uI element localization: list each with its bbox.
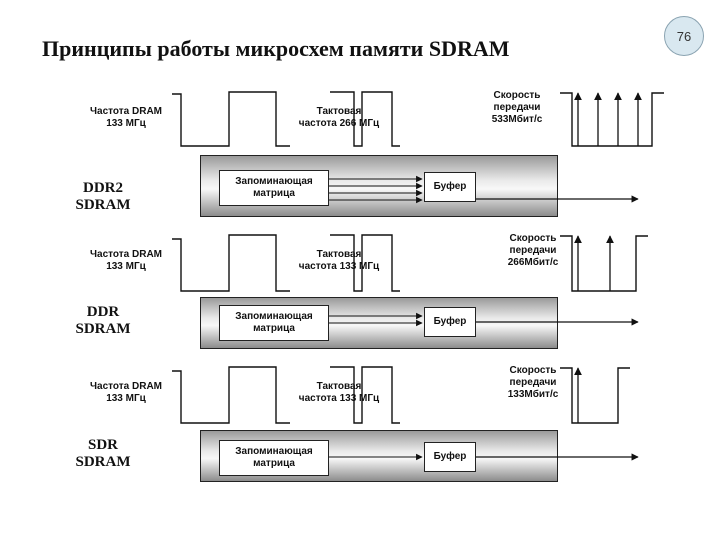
page-number-badge: 76	[664, 16, 704, 56]
clock-frequency-label: Тактовая частота 133 МГц	[298, 381, 380, 404]
output-data-waveform	[560, 235, 648, 292]
clock-frequency-label: Тактовая частота 133 МГц	[298, 249, 380, 272]
buffer-box: Буфер	[424, 442, 476, 472]
buffer-box: Буфер	[424, 172, 476, 202]
transfer-speed-label: Скорость передачи 266Мбит/с	[507, 233, 559, 268]
memory-type-label: DDR2 SDRAM	[75, 180, 131, 213]
output-data-waveform	[560, 367, 630, 424]
bus-clock-waveform	[330, 366, 400, 424]
dram-frequency-label: Частота DRAM 133 МГц	[89, 381, 162, 404]
transfer-speed-label: Скорость передачи 533Мбит/с	[491, 90, 543, 125]
dram-frequency-label: Частота DRAM 133 МГц	[89, 249, 162, 272]
clock-frequency-label: Тактовая частота 266 МГц	[298, 106, 380, 129]
output-data-waveform	[560, 92, 664, 147]
dram-clock-waveform	[172, 234, 290, 292]
bus-clock-waveform	[330, 234, 400, 292]
transfer-speed-label: Скорость передачи 133Мбит/с	[507, 365, 559, 400]
dram-clock-waveform	[172, 366, 290, 424]
dram-clock-waveform	[172, 91, 290, 147]
buffer-box: Буфер	[424, 307, 476, 337]
memory-type-label: SDR SDRAM	[75, 437, 131, 470]
bus-clock-waveform	[330, 91, 400, 147]
memory-type-label: DDR SDRAM	[75, 304, 131, 337]
dram-frequency-label: Частота DRAM 133 МГц	[89, 106, 162, 129]
page-title: Принципы работы микросхем памяти SDRAM	[42, 36, 510, 61]
